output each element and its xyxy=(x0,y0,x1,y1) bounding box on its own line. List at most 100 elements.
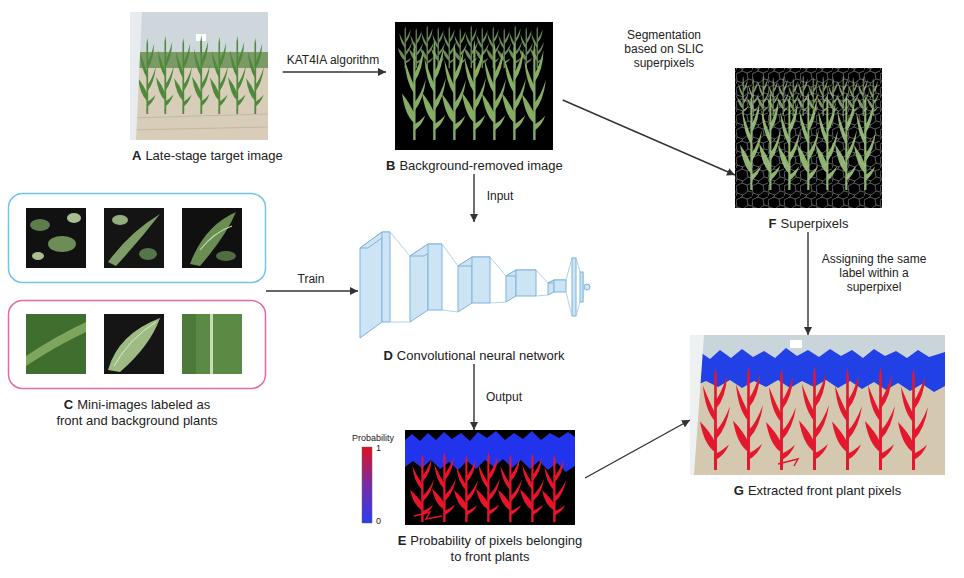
training-mini-images-part xyxy=(9,194,266,283)
flow-arrow xyxy=(585,420,690,478)
edge-label: Segmentation based on SLIC superpixels xyxy=(613,28,715,70)
probability-map-part-part xyxy=(432,452,456,522)
training-mini-images-part xyxy=(108,214,160,266)
probability-map-part-part xyxy=(498,454,522,522)
panel-title: Extracted front plant pixels xyxy=(748,483,901,498)
background-removed-photo-part xyxy=(402,40,546,140)
probability-map-part xyxy=(414,512,442,519)
image-area xyxy=(735,68,882,208)
colorbar-label: 0 xyxy=(376,516,381,526)
extracted-photo-part xyxy=(690,335,704,475)
extracted-photo-part-part xyxy=(898,369,928,470)
training-mini-images-part xyxy=(67,213,81,223)
training-mini-images xyxy=(9,194,266,389)
panel-letter: C xyxy=(64,397,73,412)
cnn-symbol xyxy=(360,232,590,338)
background-removed-photo-part-part xyxy=(431,27,445,68)
probability-map-part-part xyxy=(520,453,544,522)
extracted-photo-part xyxy=(790,340,802,348)
training-mini-images-part xyxy=(114,322,156,366)
probability-map-part-part xyxy=(454,455,478,522)
training-mini-images-part xyxy=(32,252,44,260)
training-mini-images-part xyxy=(190,212,236,266)
field-photo-part xyxy=(130,114,268,130)
colorbar-label: 1 xyxy=(376,443,381,453)
edge-label: Input xyxy=(485,189,516,203)
cnn-symbol-part xyxy=(516,270,536,296)
background-removed-photo-part-part xyxy=(442,43,466,140)
flow-arrow xyxy=(473,174,474,222)
panel-title: Superpixels xyxy=(781,216,849,231)
cnn-symbol-part xyxy=(554,280,566,292)
extracted-photo-part xyxy=(778,459,798,466)
panel-caption: DConvolutional neural network xyxy=(383,348,564,364)
panel-title: Probability of pixels belonging to front… xyxy=(410,533,582,564)
field-photo-part-part xyxy=(156,36,174,114)
figure-panel: ALate-stage target image xyxy=(130,12,283,164)
field-photo-part-part xyxy=(246,38,264,114)
extracted-photo-part xyxy=(690,335,945,475)
edge-label: Output xyxy=(484,390,524,404)
training-mini-images-part xyxy=(182,314,196,374)
flow-arrow xyxy=(807,232,808,335)
training-mini-images-part xyxy=(112,215,128,225)
image-area xyxy=(395,22,553,150)
field-photo-part xyxy=(130,12,268,140)
image-area xyxy=(130,12,268,140)
training-mini-images-part xyxy=(108,318,160,372)
cnn-symbol-part xyxy=(580,272,583,302)
flow-arrow xyxy=(266,290,358,291)
panel-letter: D xyxy=(383,348,392,363)
panel-title: Background-removed image xyxy=(399,158,562,173)
field-photo xyxy=(130,12,268,140)
panel-letter: E xyxy=(398,533,407,548)
training-mini-images-part xyxy=(48,236,76,252)
edge-label: KAT4IA algorithm xyxy=(285,53,381,67)
background-removed-photo-part-part xyxy=(486,26,500,68)
colorbar-label: Probability xyxy=(352,433,394,443)
background-removed-photo-part-part xyxy=(482,42,506,140)
background-removed-photo-part-part xyxy=(497,28,511,68)
training-mini-images-part xyxy=(30,219,50,231)
flow-arrow xyxy=(473,364,474,430)
cnn-symbol-part xyxy=(572,258,576,316)
cnn-symbol-part xyxy=(382,232,390,322)
probability-colorbar xyxy=(362,447,372,523)
figure-panel: BBackground-removed image xyxy=(386,22,563,174)
panel-letter: G xyxy=(734,483,744,498)
training-mini-images-part xyxy=(26,314,86,374)
probability-map-part-part xyxy=(476,452,500,522)
training-mini-images-part xyxy=(9,301,266,389)
extracted-photo-part-part xyxy=(832,368,862,470)
training-mini-images-part xyxy=(210,314,213,374)
training-mini-images-part xyxy=(200,226,232,250)
cnn-symbol-part xyxy=(428,244,442,310)
extracted-photo-part-part xyxy=(700,368,730,470)
background-removed-photo-part xyxy=(395,22,553,150)
image-area xyxy=(358,222,590,340)
cnn-symbol-part xyxy=(472,257,490,303)
edge-label: Assigning the same label within a superp… xyxy=(817,252,931,294)
training-mini-images-part xyxy=(216,251,236,261)
background-removed-photo-part-part xyxy=(502,41,526,140)
figure-panel: F Superpixels xyxy=(735,68,882,232)
panel-caption: BBackground-removed image xyxy=(386,158,563,174)
panel-letter: F xyxy=(769,216,777,231)
extracted-photo-part xyxy=(690,348,945,392)
panel-caption: CMini-images labeled as front and backgr… xyxy=(53,397,221,429)
training-mini-images-part xyxy=(26,322,86,366)
extracted-photo-part-part xyxy=(733,366,763,470)
extracted-photo-part xyxy=(700,366,928,470)
background-removed-photo-part-part xyxy=(522,43,546,140)
training-mini-images-part xyxy=(104,314,164,374)
training-mini-images-part xyxy=(26,208,86,268)
figure-panel: DConvolutional neural network xyxy=(358,222,590,364)
panel-caption: G Extracted front plant pixels xyxy=(734,483,901,499)
probability-map-part xyxy=(405,430,575,525)
image-area xyxy=(8,193,266,389)
panel-caption: ALate-stage target image xyxy=(132,148,283,164)
background-removed-photo-part-part xyxy=(464,25,478,68)
training-mini-images-part xyxy=(104,208,164,268)
training-mini-images-part xyxy=(139,248,157,260)
